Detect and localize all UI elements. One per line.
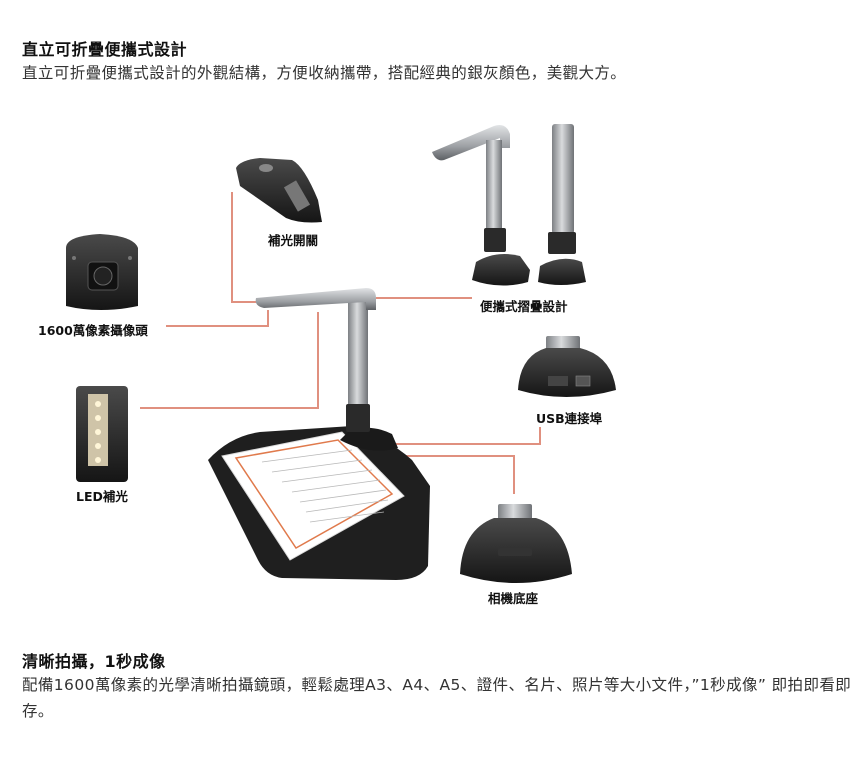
section1-heading: 直立可折疊便攜式設計 — [22, 40, 188, 59]
section2-body: 配備1600萬像素的光學清晰拍攝鏡頭，輕鬆處理A3、A4、A5、證件、名片、照片… — [22, 676, 852, 720]
leader-usb — [140, 312, 319, 409]
usb-port-detail — [518, 336, 616, 397]
leader-base — [384, 455, 515, 494]
led-fill-detail — [76, 386, 128, 482]
folded-scanner-views — [432, 124, 586, 286]
camera-base-detail — [460, 504, 572, 583]
main-scanner — [208, 288, 430, 580]
leader-fill-switch — [231, 192, 256, 303]
section2-heading: 清晰拍攝，1秒成像 — [22, 652, 166, 671]
label-camera: 1600萬像素攝像頭 — [36, 320, 150, 339]
leader-usb-right — [380, 424, 541, 445]
leader-camera — [166, 310, 269, 327]
label-portable-folding: 便攜式摺疊設計 — [478, 296, 570, 315]
label-camera-base: 相機底座 — [486, 588, 541, 607]
product-diagram — [66, 124, 616, 583]
label-usb-port: USB連接埠 — [534, 408, 605, 427]
label-led-fill: LED補光 — [74, 486, 130, 505]
label-fill-light-switch: 補光開關 — [266, 230, 321, 249]
camera-head-detail — [66, 234, 138, 310]
fill-light-switch-detail — [236, 158, 322, 223]
leader-lines — [140, 192, 541, 494]
section1-body: 直立可折疊便攜式設計的外觀結構，方便收納攜帶，搭配經典的銀灰顏色，美觀大方。 — [22, 64, 627, 82]
